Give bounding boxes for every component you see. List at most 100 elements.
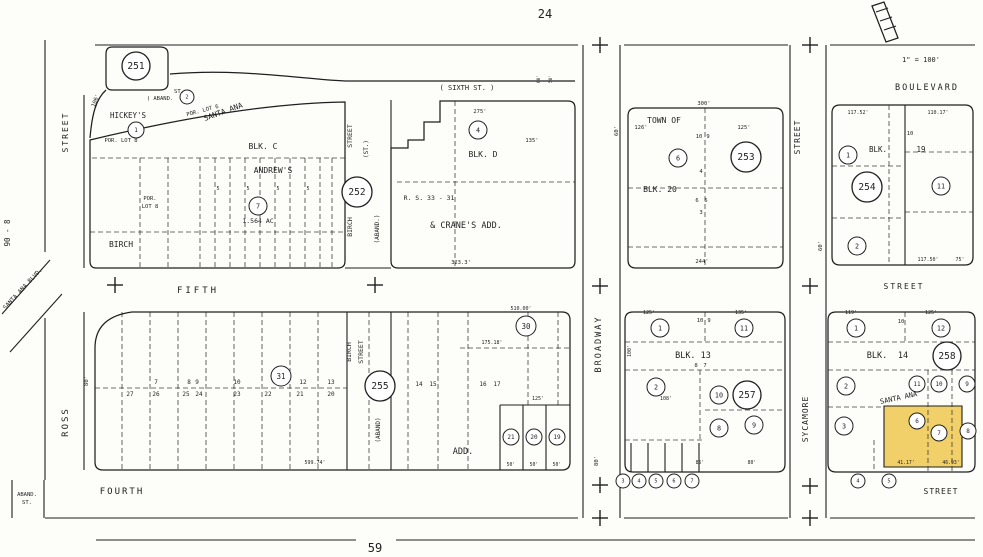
lot-number-circle — [850, 473, 866, 489]
map-label: 5 — [246, 186, 249, 192]
map-label: 50' — [530, 462, 539, 468]
map-label: 5 — [216, 186, 219, 192]
map-label: BLK. — [869, 145, 887, 154]
map-label: ABAND. — [17, 492, 37, 498]
selected-parcel-highlight[interactable] — [883, 405, 963, 468]
lot-number-circle — [270, 365, 292, 387]
map-label: 10 — [898, 319, 905, 325]
map-label: ( SIXTH ST. ) — [440, 84, 495, 92]
map-label: 125' — [737, 125, 750, 131]
block-number-circle — [732, 380, 762, 410]
map-label: 125' — [643, 310, 655, 316]
map-label: 22 — [264, 391, 272, 398]
map-label: 90 - 8 — [3, 219, 12, 247]
map-label: 9 — [707, 318, 710, 324]
lot-number-label: 12 — [937, 325, 945, 333]
map-label: TOWN OF — [647, 116, 681, 125]
map-label: 16 — [479, 381, 487, 388]
map-label: 9 — [706, 134, 709, 140]
map-label: 4 — [699, 169, 703, 175]
map-label: HICKEY'S — [110, 111, 147, 120]
map-label: STREET — [357, 340, 365, 364]
map-label: LOT 8 — [142, 204, 159, 210]
lot-number-label: 6 — [676, 155, 680, 163]
lot-number-circle — [958, 375, 976, 393]
map-label: 21 — [296, 391, 304, 398]
lot-number-circle — [646, 377, 666, 397]
lot-number-label: 6 — [915, 418, 919, 425]
lot-number-label: 19 — [553, 434, 561, 441]
map-label: BOULEVARD — [895, 83, 959, 93]
block-number-label: 253 — [737, 152, 754, 163]
map-label: 106' — [91, 93, 101, 108]
map-label: (ABAND.) — [374, 215, 381, 244]
map-label: (ST.) — [363, 140, 370, 158]
lot-number-label: 2 — [654, 384, 658, 392]
map-label: 50' — [548, 75, 554, 83]
lot-number-label: 1 — [846, 152, 850, 160]
map-label: 60' — [614, 126, 620, 136]
lot-number-label: 7 — [256, 203, 260, 211]
map-label: 125' — [925, 310, 937, 316]
map-label: 100' — [627, 345, 633, 357]
lot-number-circle — [684, 473, 700, 489]
lot-number-circle — [709, 418, 729, 438]
map-label: FOURTH — [100, 487, 145, 497]
map-label: BLK. C — [249, 142, 278, 151]
map-label: 46.93' — [942, 460, 959, 466]
lot-number-circle — [931, 176, 951, 196]
lot-number-label: 1 — [658, 325, 662, 333]
lot-number-circle — [127, 121, 145, 139]
map-label: SANTA ANA BLVD. — [2, 267, 44, 311]
map-label: 300' — [697, 101, 710, 107]
map-label: 41.17' — [897, 460, 914, 466]
map-label: 80' — [594, 456, 600, 466]
map-label: 135' — [525, 138, 538, 144]
map-label: STREET — [884, 282, 925, 291]
map-label: 19 — [916, 145, 925, 154]
map-label: 50' — [507, 462, 516, 468]
map-label: 5 — [306, 186, 309, 192]
lot-number-circle — [709, 385, 729, 405]
map-label: 8 — [694, 363, 697, 369]
lot-number-circle — [548, 428, 566, 446]
lot-number-label: 8 — [966, 428, 970, 435]
lot-number-label: 3 — [842, 423, 846, 431]
lot-number-circle — [734, 318, 754, 338]
map-label: 10 — [233, 379, 241, 386]
block-number-circle — [121, 51, 151, 81]
map-label: 275' — [473, 109, 486, 115]
lot-number-label: 2 — [185, 95, 188, 101]
lot-number-label: 8 — [717, 425, 721, 433]
map-label: 75' — [955, 257, 964, 263]
block-number-label: 254 — [858, 182, 875, 193]
map-label: STREET — [346, 124, 354, 148]
lot-number-circle — [744, 415, 764, 435]
map-label: 13 — [327, 379, 335, 386]
block-outline — [94, 311, 571, 471]
map-label: 6 — [695, 198, 698, 204]
map-label: 135' — [735, 310, 747, 316]
block-number-circle — [851, 171, 883, 203]
block-outline — [390, 100, 576, 269]
block-number-circle — [364, 370, 396, 402]
lot-number-circle — [179, 89, 195, 105]
lot-number-circle — [834, 416, 854, 436]
map-label: 80' — [84, 376, 90, 386]
map-label: 10 — [907, 131, 914, 137]
map-label: 117.52' — [847, 110, 868, 116]
lot-number-label: 4 — [856, 479, 859, 485]
lot-number-label: 2 — [844, 383, 848, 391]
map-label: ST. — [174, 89, 184, 95]
lot-number-circle — [631, 473, 647, 489]
map-label: 80' — [748, 460, 757, 466]
block-outline — [871, 1, 899, 43]
map-label: 126' — [634, 125, 647, 131]
map-label: ANDREW'S — [254, 166, 293, 175]
lot-number-circle — [648, 473, 664, 489]
map-label: 26 — [152, 391, 160, 398]
lot-number-circle — [908, 375, 926, 393]
map-label: STREET — [924, 487, 959, 496]
lot-number-circle — [846, 318, 866, 338]
